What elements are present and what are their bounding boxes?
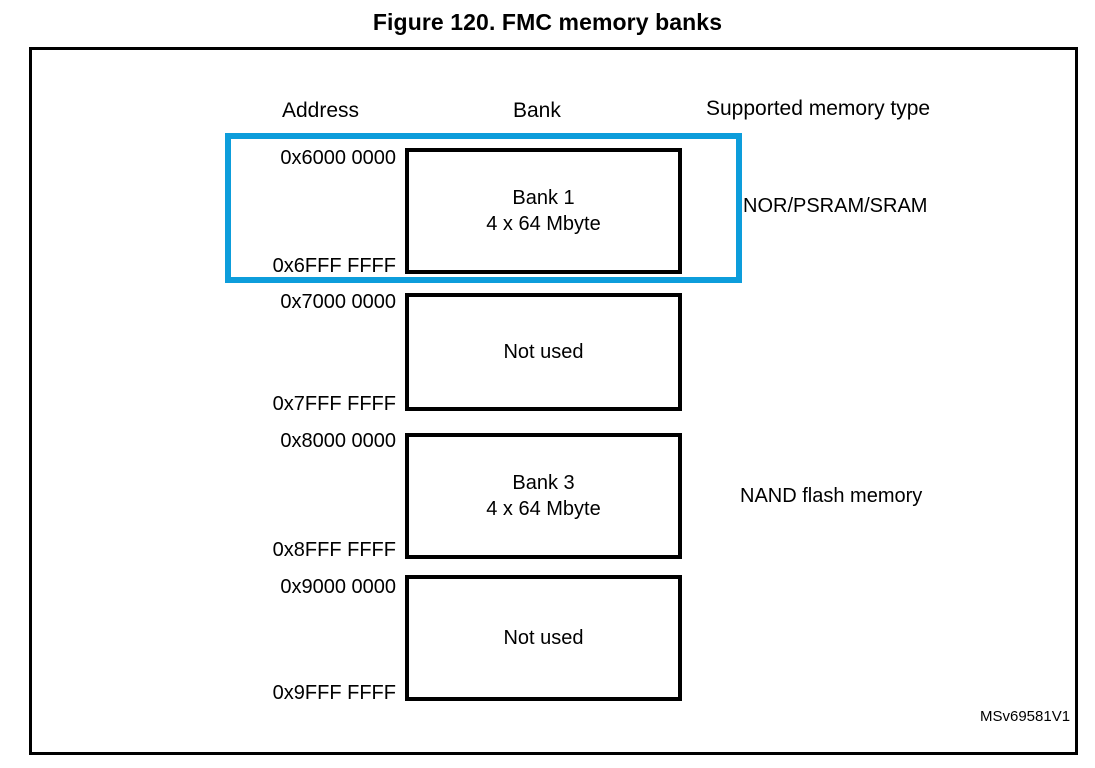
address-text: 0x8FFF FFFF <box>272 539 396 561</box>
bank-size: 4 x 64 Mbyte <box>486 498 601 520</box>
address-text: 0x8000 0000 <box>280 430 396 452</box>
bank-box-bank2[interactable]: Not used <box>405 293 682 411</box>
memory-type-label-nor-psram-sram: NOR/PSRAM/SRAM <box>743 195 928 217</box>
figure-id-watermark: MSv69581V1 <box>980 708 1071 725</box>
memory-type-label-nand-flash: NAND flash memory <box>740 485 923 507</box>
bank-title: Bank 3 <box>512 472 575 494</box>
figure-frame: Address Bank Supported memory type 0x600… <box>29 47 1078 755</box>
bank-box-bank4[interactable]: Not used <box>405 575 682 701</box>
bank-size: 4 x 64 Mbyte <box>486 213 601 235</box>
figure-title: Figure 120. FMC memory banks <box>372 9 723 35</box>
column-header-memory-type: Supported memory type <box>706 97 931 120</box>
bank-title: Not used <box>503 627 584 649</box>
column-header-bank: Bank <box>513 99 561 122</box>
column-header-address: Address <box>282 99 360 122</box>
bank-box-bank1[interactable]: Bank 1 4 x 64 Mbyte <box>405 148 682 274</box>
address-text: 0x7000 0000 <box>280 291 396 313</box>
address-text: 0x9000 0000 <box>280 576 396 598</box>
bank-box-bank3[interactable]: Bank 3 4 x 64 Mbyte <box>405 433 682 559</box>
bank-title: Not used <box>503 341 584 363</box>
address-text: 0x9FFF FFFF <box>272 682 396 704</box>
bank-title: Bank 1 <box>512 187 575 209</box>
address-text: 0x7FFF FFFF <box>272 393 396 415</box>
address-text: 0x6FFF FFFF <box>272 255 396 277</box>
address-text: 0x6000 0000 <box>280 147 396 169</box>
